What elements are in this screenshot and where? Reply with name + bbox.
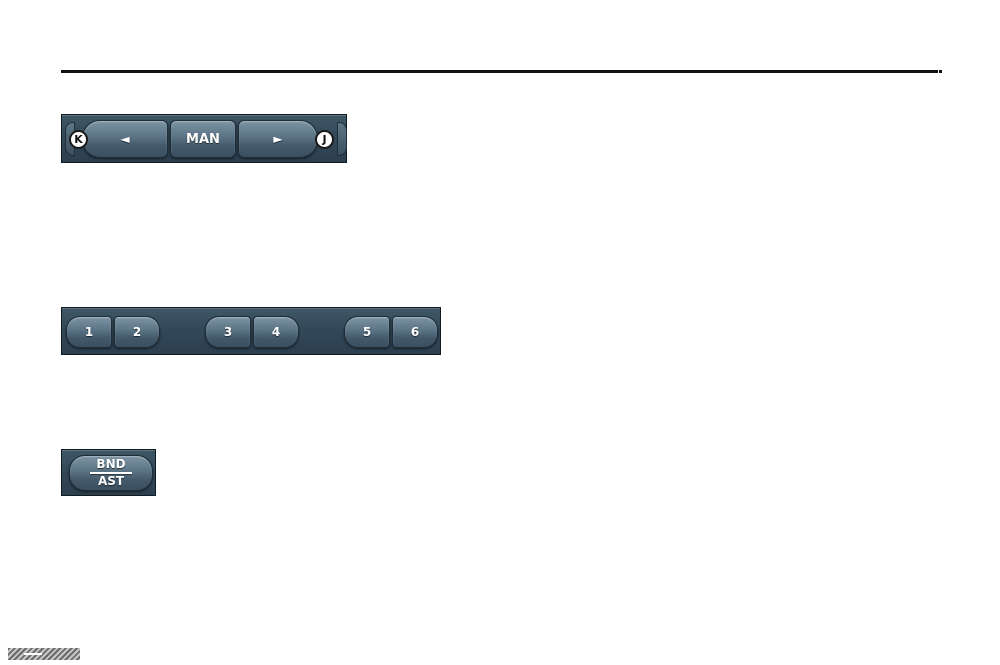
header-rule-dot	[939, 70, 942, 73]
preset-button-4[interactable]: 4	[253, 316, 299, 348]
page-corner-mark	[24, 653, 42, 655]
manual-tune-button[interactable]: MAN	[170, 120, 236, 158]
page-corner-marker	[8, 648, 80, 660]
preset-button-5[interactable]: 5	[344, 316, 390, 348]
seek-up-button[interactable]: ►	[238, 120, 318, 158]
preset-label: 1	[84, 325, 94, 339]
callout-k: K	[69, 130, 88, 149]
preset-label: 6	[410, 325, 420, 339]
band-ast-button[interactable]: BND AST	[69, 455, 153, 491]
seek-down-button[interactable]: ◄	[82, 120, 168, 158]
preset-label: 2	[132, 325, 142, 339]
ast-label: AST	[97, 474, 125, 488]
header-rule	[61, 70, 938, 73]
right-edge-cap	[337, 122, 347, 156]
preset-button-3[interactable]: 3	[205, 316, 251, 348]
band-panel: BND AST	[61, 449, 156, 496]
preset-panel: 1 2 3 4 5 6	[61, 307, 441, 355]
man-label: MAN	[186, 131, 220, 147]
preset-button-1[interactable]: 1	[66, 316, 112, 348]
preset-label: 4	[271, 325, 281, 339]
band-separator	[90, 472, 132, 474]
preset-label: 3	[223, 325, 233, 339]
left-arrow-icon: ◄	[120, 132, 130, 146]
band-label: BND	[96, 457, 126, 471]
preset-button-2[interactable]: 2	[114, 316, 160, 348]
callout-j: J	[315, 130, 334, 149]
seek-panel: ◄ MAN ► K J	[61, 114, 347, 163]
preset-button-6[interactable]: 6	[392, 316, 438, 348]
right-arrow-icon: ►	[273, 132, 283, 146]
preset-label: 5	[362, 325, 372, 339]
